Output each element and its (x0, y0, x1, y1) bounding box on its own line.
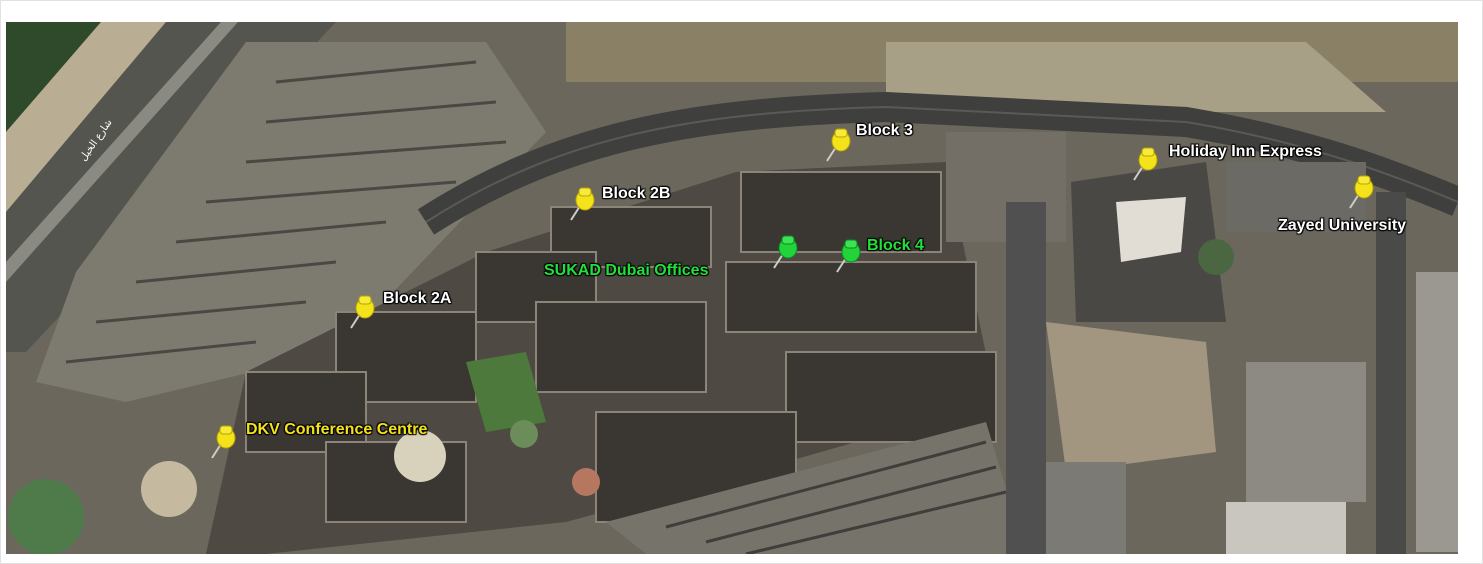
yellow-pushpin-icon[interactable] (1342, 172, 1382, 212)
marker-label-block-2b[interactable]: Block 2B (602, 185, 671, 202)
yellow-pushpin-icon[interactable] (563, 184, 603, 224)
yellow-pushpin-icon[interactable] (204, 422, 244, 462)
green-pushpin-icon[interactable] (766, 232, 806, 272)
marker-label-block-3[interactable]: Block 3 (856, 122, 913, 139)
green-pushpin-icon[interactable] (829, 236, 869, 276)
marker-label-zayed-university[interactable]: Zayed University (1278, 217, 1407, 234)
yellow-pushpin-icon[interactable] (1126, 144, 1166, 184)
satellite-map[interactable]: شارع الخيل Block 3 Block 2B Block 2A Hol… (6, 22, 1458, 554)
yellow-pushpin-icon[interactable] (343, 292, 383, 332)
yellow-pushpin-icon[interactable] (819, 125, 859, 165)
marker-label-block-2a[interactable]: Block 2A (383, 290, 452, 307)
marker-label-holiday-inn-express[interactable]: Holiday Inn Express (1169, 143, 1322, 160)
marker-label-block-4[interactable]: Block 4 (867, 237, 924, 254)
satellite-imagery (6, 22, 1458, 554)
marker-label-sukad-dubai-offices[interactable]: SUKAD Dubai Offices (544, 262, 709, 279)
marker-label-dkv-conference-centre[interactable]: DKV Conference Centre (246, 421, 428, 438)
